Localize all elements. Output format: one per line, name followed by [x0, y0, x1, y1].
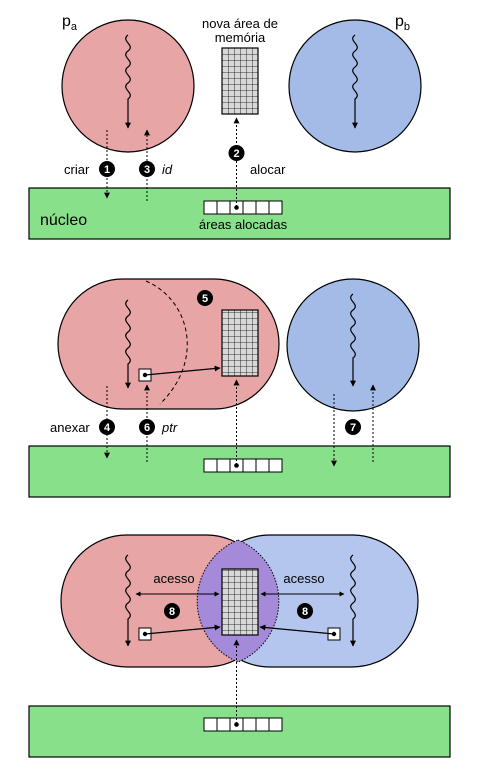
thread-b2-icon [350, 293, 356, 387]
step-4-number: 4 [104, 422, 111, 434]
thread-a3-icon [125, 554, 131, 647]
step-5-number: 5 [202, 293, 208, 305]
access-right-label: acesso [283, 571, 324, 586]
process-a-label: pa [62, 13, 78, 33]
step-3-number: 3 [144, 164, 150, 176]
new-area-label-line1: nova área de [202, 16, 278, 31]
step-id-label: id [162, 162, 173, 177]
step-1-number: 1 [104, 164, 110, 176]
step-3-badge [139, 161, 155, 177]
pointer-arrow [144, 365, 221, 376]
step-4-badge [99, 419, 115, 435]
step-criar-label: criar [64, 162, 90, 177]
step-7-badge [345, 419, 361, 435]
step-8b-number: 8 [302, 606, 308, 618]
new-area-label-line2: memória [215, 30, 266, 45]
step-ptr-label: ptr [161, 420, 178, 435]
allocated-areas-table-3 [203, 717, 283, 732]
allocated-areas-table-2 [203, 458, 283, 473]
process-b2-circle [286, 278, 420, 412]
step-anexar-label: anexar [50, 420, 90, 435]
thread-b3-icon [350, 554, 356, 647]
step-2-badge [228, 145, 245, 161]
step-8a-number: 8 [169, 606, 175, 618]
panel-3: acesso acesso 8 8 [28, 534, 451, 758]
attached-memory-block [221, 309, 259, 377]
thread-a2-icon [125, 299, 131, 389]
allocated-areas-label: áreas alocadas [199, 217, 288, 232]
panel-2: 5 anexar 4 6 ptr 7 [28, 278, 451, 498]
original-boundary-dashed [145, 280, 188, 405]
shared-memory-block [221, 568, 259, 636]
thread-b-icon [352, 34, 358, 129]
process-a-circle [61, 19, 195, 153]
step-alocar-label: alocar [250, 162, 286, 177]
process-b-circle [288, 19, 422, 153]
pointer-a-arrow [144, 624, 221, 635]
step-5-badge [197, 290, 213, 306]
kernel-label: núcleo [40, 212, 87, 229]
panel-1: pa pb nova área de memória núcleo áreas … [28, 13, 451, 240]
step-7-number: 7 [350, 422, 356, 434]
step-6-badge [139, 419, 155, 435]
step-2-number: 2 [233, 148, 239, 160]
new-memory-block [221, 47, 259, 115]
access-left-label: acesso [153, 571, 194, 586]
step-1-badge [99, 161, 115, 177]
step-8b-badge [297, 603, 313, 619]
step-6-number: 6 [144, 422, 150, 434]
thread-a-icon [125, 34, 131, 129]
allocated-areas-table-1 [203, 200, 283, 215]
process-b-label: pb [395, 13, 410, 33]
pointer-b-arrow [259, 624, 335, 635]
step-8a-badge [164, 603, 180, 619]
